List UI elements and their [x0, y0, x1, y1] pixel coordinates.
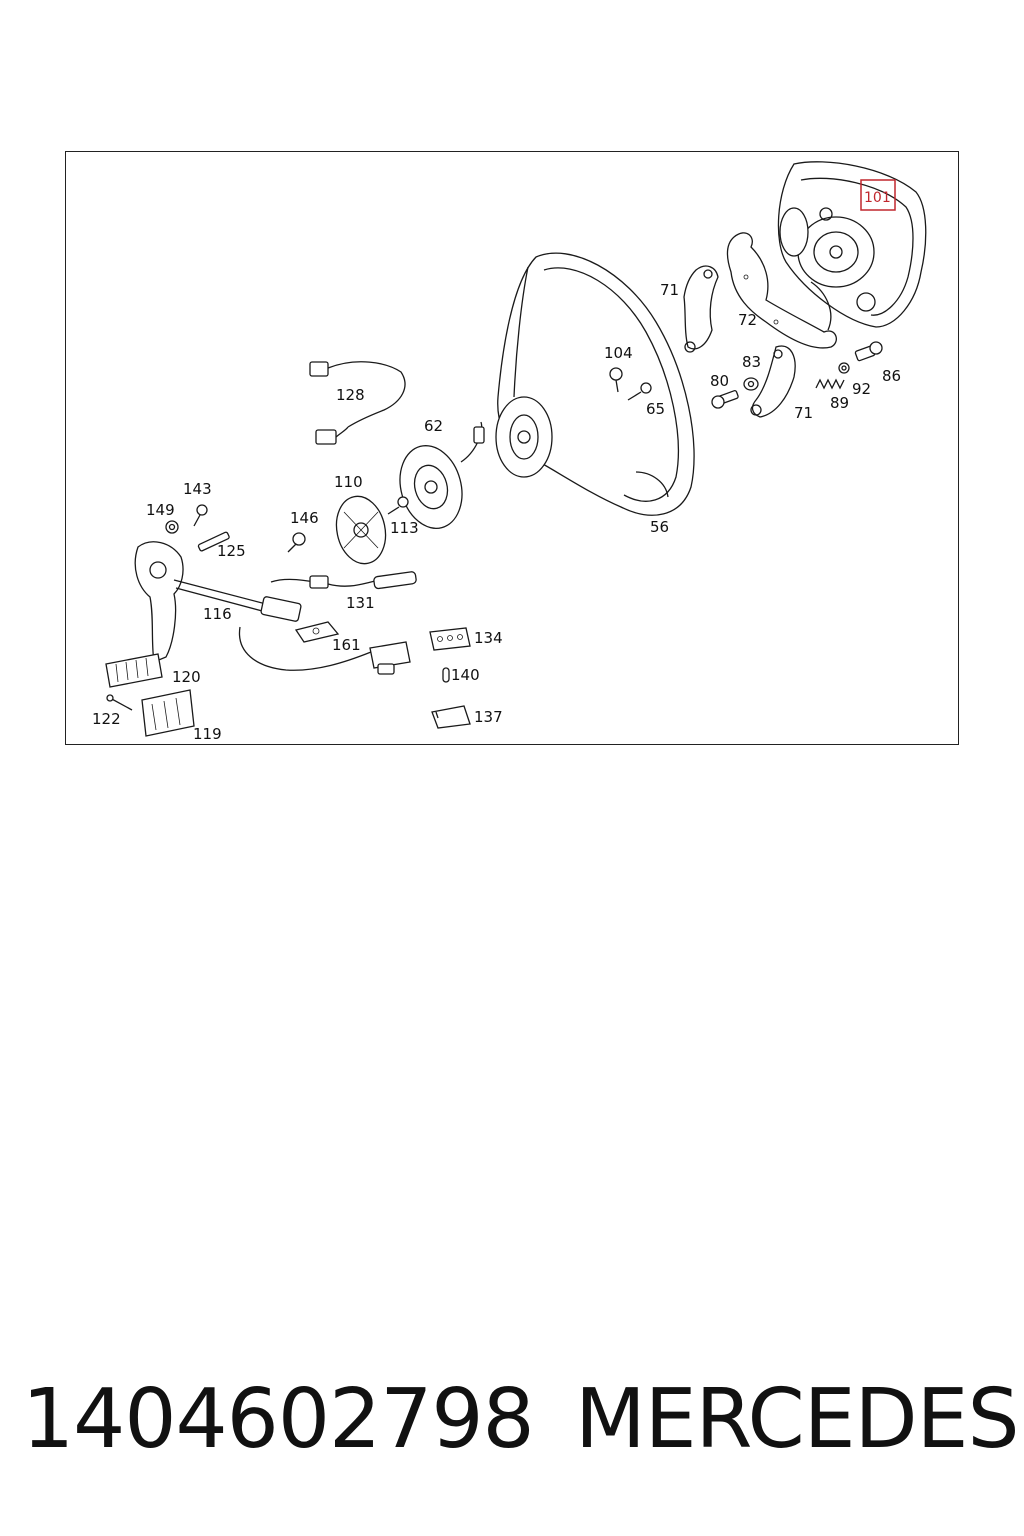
part-83-washer[interactable]	[743, 377, 759, 391]
label-120: 120	[172, 668, 201, 686]
part-119-connector[interactable]	[141, 689, 195, 737]
highlight-box-101	[860, 179, 896, 211]
label-137: 137	[474, 708, 503, 726]
part-143-screw[interactable]	[193, 504, 208, 527]
part-137-cap[interactable]	[431, 705, 471, 729]
part-71-bracket-lower[interactable]	[750, 345, 796, 418]
part-128-wire[interactable]	[309, 361, 406, 445]
part-number: 1404602798	[22, 1372, 535, 1467]
part-110-contact-plate[interactable]	[330, 492, 391, 568]
label-80: 80	[710, 372, 729, 390]
part-connector-plug[interactable]	[369, 641, 411, 675]
label-149: 149	[146, 501, 175, 519]
part-146-screw[interactable]	[287, 532, 306, 553]
label-56: 56	[650, 518, 669, 536]
label-143: 143	[183, 480, 212, 498]
part-65-screw[interactable]	[627, 382, 652, 401]
label-83: 83	[742, 353, 761, 371]
part-62-clock-spring[interactable]	[391, 421, 485, 535]
footer: 1404602798 MERCEDES	[0, 1370, 1024, 1470]
part-131-cable[interactable]	[238, 571, 417, 671]
part-56-steering-wheel[interactable]	[495, 252, 695, 516]
label-116: 116	[203, 605, 232, 623]
part-116-combination-switch[interactable]	[134, 541, 302, 663]
part-104-screw[interactable]	[609, 367, 623, 393]
label-65: 65	[646, 400, 665, 418]
label-131: 131	[346, 594, 375, 612]
label-71-lower: 71	[794, 404, 813, 422]
part-140-bulb[interactable]	[442, 667, 450, 683]
part-72-frame[interactable]	[726, 232, 837, 349]
part-113-screw[interactable]	[387, 496, 409, 515]
label-104: 104	[604, 344, 633, 362]
part-89-spring[interactable]	[815, 378, 845, 390]
label-140: 140	[451, 666, 480, 684]
part-122-pin[interactable]	[106, 694, 133, 711]
part-125-pin[interactable]	[197, 531, 230, 552]
label-146: 146	[290, 509, 319, 527]
label-122: 122	[92, 710, 121, 728]
parts-diagram: 101 72 71 71 83 80 86 92	[65, 151, 959, 745]
part-120-connector[interactable]	[105, 653, 163, 688]
label-71-upper: 71	[660, 281, 679, 299]
steering-wheel-exploded-view: 101 72 71 71 83 80 86 92	[92, 161, 927, 743]
part-101-airbag-module[interactable]	[777, 161, 927, 328]
label-161: 161	[332, 636, 361, 654]
label-92: 92	[852, 380, 871, 398]
part-149-washer[interactable]	[165, 520, 179, 534]
brand-name: MERCEDES	[575, 1372, 1020, 1467]
label-101: 101	[864, 190, 891, 206]
part-92-washer[interactable]	[838, 362, 850, 374]
label-113: 113	[390, 519, 419, 537]
label-134: 134	[474, 629, 503, 647]
part-134-switch-block[interactable]	[429, 627, 471, 651]
label-86: 86	[882, 367, 901, 385]
part-71-bracket-upper[interactable]	[683, 265, 719, 353]
label-110: 110	[334, 473, 363, 491]
part-80-screw[interactable]	[711, 390, 739, 409]
part-161-cover[interactable]	[294, 621, 340, 643]
label-119: 119	[193, 725, 222, 743]
label-125: 125	[217, 542, 246, 560]
label-89: 89	[830, 394, 849, 412]
label-62: 62	[424, 417, 443, 435]
label-128: 128	[336, 386, 365, 404]
part-86-bolt[interactable]	[854, 341, 883, 362]
label-72: 72	[738, 311, 757, 329]
